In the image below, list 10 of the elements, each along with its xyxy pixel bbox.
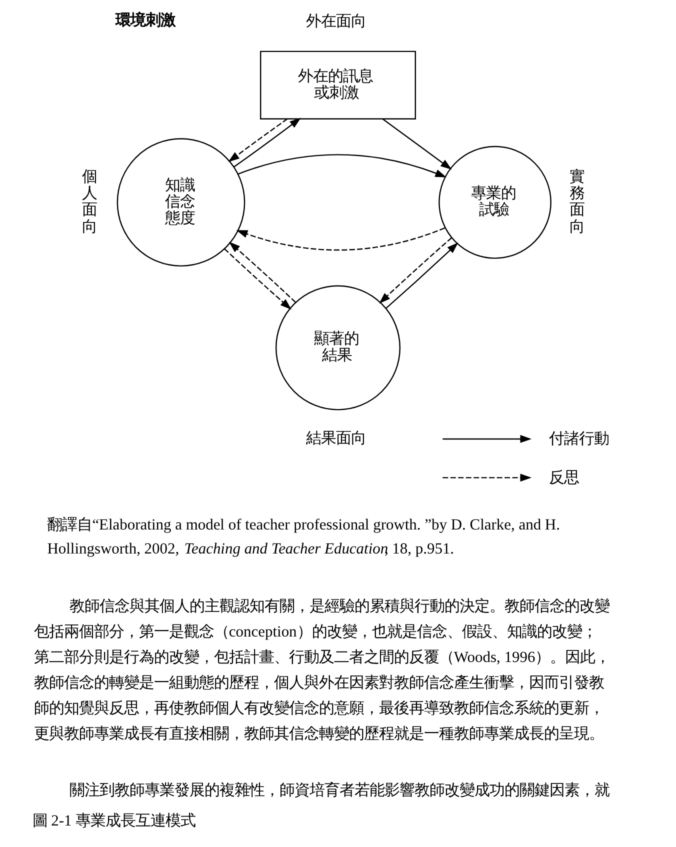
- label: 環境刺激: [116, 12, 176, 30]
- label: 關注到教師專業發展的複雜性，師資培育者若能影響教師改變成功的關鍵因素，就: [69, 782, 610, 800]
- legend-label: 反思: [549, 469, 580, 486]
- label: 教師信念與其個人的主觀認知有關，是經驗的累積與行動的決定。教師信念的改變包括兩個部分，第一是觀念（conception）的改變，也就是信念、假設、知識的改變；第二部分則是行為的改變，包括計畫、行動及二者之間的反覆（Woods, 1996）。因此，教師信念的轉變是一組動態的歷程，個人與外在因素對教師信念產生衝擊，因而引發教師的知覺與反思，再使教師個人有改變信念的意願，最後再導致教師信念系統的更新，更與教師專業成長有直接相關，教師其信念轉變的歷程就是一種教師專業成長的呈現。: [34, 598, 610, 742]
- node-label: 外在面向: [306, 13, 366, 30]
- node-label: 實務面向: [570, 168, 585, 236]
- caption: 圖 2-1 專業成長互連模式: [32, 812, 196, 830]
- node-label: 結果面向: [306, 430, 366, 448]
- legend-label: 付諸行動: [549, 430, 610, 448]
- node-label: 個人面向: [82, 168, 98, 236]
